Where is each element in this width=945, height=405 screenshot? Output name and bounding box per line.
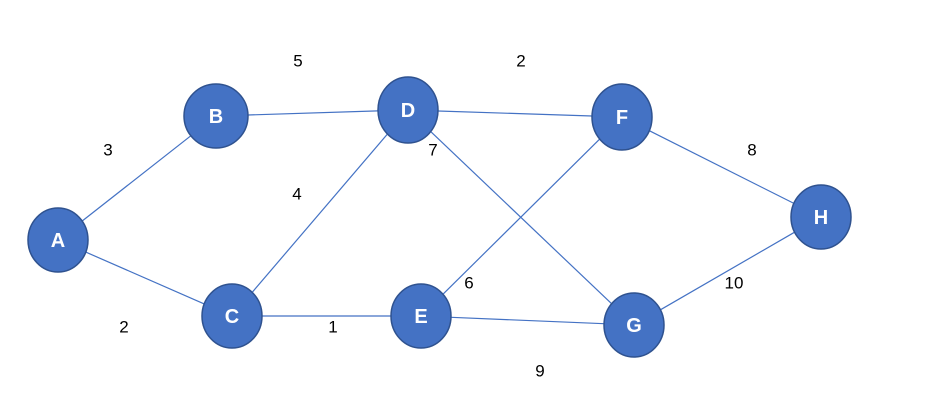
weight-label-c-e: 1 (328, 318, 337, 337)
node-circle-c (201, 283, 263, 349)
node-b: B (183, 83, 249, 149)
edge-e-g (450, 316, 605, 325)
edge-b-d (247, 110, 379, 116)
edge-g-h (660, 231, 795, 311)
weight-label-a-b: 3 (103, 141, 112, 160)
node-circle-e (390, 283, 452, 349)
node-c: C (201, 283, 263, 349)
edge-e-f (442, 138, 601, 295)
weight-label-a-c: 2 (119, 318, 128, 337)
node-label-c: C (225, 306, 239, 328)
node-circle-b (183, 83, 249, 149)
node-label-h: H (814, 207, 828, 229)
weight-label-e-g: 9 (535, 362, 544, 381)
node-a: A (27, 207, 89, 273)
node-label-g: G (626, 315, 642, 337)
weight-label-d-g: 7 (428, 141, 437, 160)
node-label-f: F (616, 107, 628, 129)
node-e: E (390, 283, 452, 349)
weight-label-e-f: 6 (464, 274, 473, 293)
node-label-a: A (51, 230, 65, 252)
weight-label-f-h: 8 (747, 141, 756, 160)
node-circle-h (790, 184, 852, 250)
weight-label-b-d: 5 (293, 52, 302, 71)
weight-label-d-f: 2 (516, 52, 525, 71)
node-d: D (377, 76, 439, 144)
node-f: F (591, 83, 653, 151)
weight-label-c-d: 4 (292, 185, 301, 204)
node-label-b: B (209, 106, 223, 128)
node-label-d: D (401, 100, 415, 122)
node-g: G (603, 292, 665, 358)
edges-layer (81, 110, 795, 325)
edge-c-d (251, 133, 388, 293)
node-circle-g (603, 292, 665, 358)
node-circle-f (591, 83, 653, 151)
edge-weights-layer: 3 2 5 4 1 2 7 6 9 8 10 (103, 52, 756, 381)
node-circle-a (27, 207, 89, 273)
edge-a-b (81, 135, 192, 222)
edge-d-f (437, 110, 593, 117)
edge-f-h (649, 130, 795, 204)
node-circle-d (377, 76, 439, 144)
node-label-e: E (414, 306, 427, 328)
edge-a-c (85, 251, 205, 305)
node-h: H (790, 184, 852, 250)
nodes-layer: A B C D E F G H (27, 76, 852, 358)
weight-label-g-h: 10 (725, 274, 744, 293)
